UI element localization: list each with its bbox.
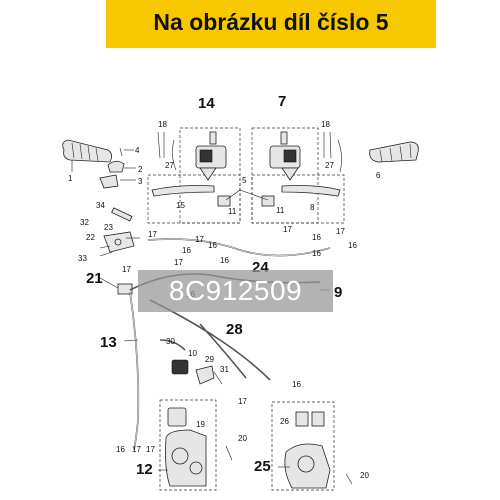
front-caliper-box bbox=[159, 399, 217, 491]
label-13: 13 bbox=[100, 334, 117, 351]
left-switch-wires-icon bbox=[157, 131, 177, 171]
label-21: 21 bbox=[86, 270, 103, 287]
label-16-e: 16 bbox=[348, 241, 357, 250]
label-19: 19 bbox=[196, 420, 205, 429]
label-27-left: 27 bbox=[165, 161, 174, 170]
label-11-right: 11 bbox=[276, 206, 285, 215]
label-17-c: 17 bbox=[283, 225, 292, 234]
label-17-f: 17 bbox=[122, 265, 131, 274]
rear-caliper-box bbox=[271, 401, 335, 491]
label-17-h: 17 bbox=[132, 445, 141, 454]
label-25: 25 bbox=[254, 458, 271, 475]
rear-caliper-icon bbox=[284, 411, 331, 489]
label-30: 30 bbox=[166, 337, 175, 346]
label-15: 15 bbox=[176, 201, 185, 210]
label-5: 5 bbox=[242, 176, 247, 185]
label-33: 33 bbox=[78, 254, 87, 263]
bleed-screw-icon bbox=[225, 445, 353, 485]
title-banner: Na obrázku díl číslo 5 bbox=[106, 0, 436, 48]
label-16-b: 16 bbox=[208, 241, 217, 250]
left-brake-lever-icon bbox=[151, 185, 215, 197]
label-26: 26 bbox=[280, 417, 289, 426]
label-16-i: 16 bbox=[116, 445, 125, 454]
label-17-e: 17 bbox=[174, 258, 183, 267]
label-17-a: 17 bbox=[148, 230, 157, 239]
label-14: 14 bbox=[198, 95, 215, 112]
right-switch-wires-icon bbox=[323, 131, 342, 173]
part-number-watermark: 8C912509 bbox=[138, 270, 333, 312]
banner-title: Na obrázku díl číslo 5 bbox=[153, 9, 389, 35]
front-caliper-icon bbox=[165, 407, 207, 487]
combi-brake-bracket-icon bbox=[103, 207, 135, 253]
switch-bracket-icon bbox=[217, 195, 275, 207]
right-master-cylinder-box bbox=[251, 127, 319, 224]
label-17-i: 17 bbox=[146, 445, 155, 454]
delay-valve-icon bbox=[171, 359, 189, 375]
label-29: 29 bbox=[205, 355, 214, 364]
label-27-right: 27 bbox=[325, 161, 334, 170]
label-16-d: 16 bbox=[312, 233, 321, 242]
label-17-d: 17 bbox=[336, 227, 345, 236]
label-3: 3 bbox=[138, 177, 143, 186]
label-8: 8 bbox=[310, 203, 315, 212]
label-20-rear: 20 bbox=[360, 471, 369, 480]
label-22: 22 bbox=[86, 233, 95, 242]
label-31: 31 bbox=[220, 365, 229, 374]
label-20-front: 20 bbox=[238, 434, 247, 443]
label-18-right: 18 bbox=[321, 120, 330, 129]
label-28: 28 bbox=[226, 321, 243, 338]
label-10: 10 bbox=[188, 349, 197, 358]
left-grip-icon bbox=[62, 139, 112, 163]
left-lever-box bbox=[147, 174, 241, 224]
label-32: 32 bbox=[80, 218, 89, 227]
valve-bracket-icon bbox=[195, 365, 223, 385]
right-grip-icon bbox=[369, 141, 419, 163]
right-brake-lever-icon bbox=[281, 185, 341, 197]
throttle-housing-icon bbox=[99, 147, 125, 189]
label-7: 7 bbox=[278, 93, 286, 110]
label-2: 2 bbox=[138, 165, 143, 174]
label-1: 1 bbox=[68, 174, 73, 183]
label-18-left: 18 bbox=[158, 120, 167, 129]
label-34: 34 bbox=[96, 201, 105, 210]
label-4: 4 bbox=[135, 146, 140, 155]
leader-lines bbox=[71, 149, 330, 471]
watermark-text: 8C912509 bbox=[168, 275, 303, 306]
right-master-cylinder-icon bbox=[269, 131, 301, 181]
label-6: 6 bbox=[376, 171, 381, 180]
label-17-g: 17 bbox=[238, 397, 247, 406]
right-lever-box bbox=[251, 174, 345, 224]
label-16-c: 16 bbox=[220, 256, 229, 265]
label-11-left: 11 bbox=[228, 207, 237, 216]
label-16-h: 16 bbox=[292, 380, 301, 389]
label-9: 9 bbox=[334, 284, 342, 301]
label-16-f: 16 bbox=[312, 249, 321, 258]
label-17-b: 17 bbox=[195, 235, 204, 244]
left-master-cylinder-icon bbox=[195, 131, 227, 181]
label-16-a: 16 bbox=[182, 246, 191, 255]
label-12: 12 bbox=[136, 461, 153, 478]
label-23: 23 bbox=[104, 223, 113, 232]
